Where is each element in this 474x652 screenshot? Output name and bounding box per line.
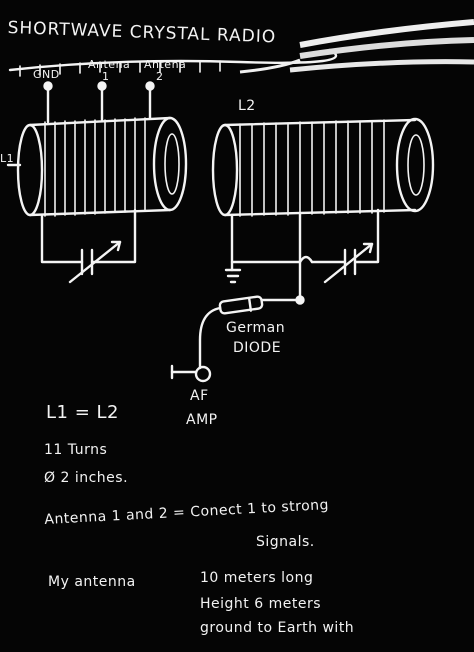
header-ticks	[19, 60, 221, 77]
wire-bundle	[239, 19, 474, 74]
note-l1-equals-l2: L1 = L2	[46, 402, 119, 423]
note-diameter: Ø 2 inches.	[44, 470, 129, 486]
capacitor-l1	[40, 208, 137, 284]
l1-leads	[6, 81, 155, 167]
note-my-antenna: My antenna	[48, 574, 136, 590]
coil-l1	[16, 116, 188, 217]
note-ground: ground to Earth with	[200, 620, 355, 636]
output-label-line2: AMP	[186, 412, 218, 428]
antenna1-word: Antena	[88, 58, 131, 71]
diode-and-output	[170, 295, 302, 383]
output-label-line1: AF	[190, 388, 209, 404]
antenna2-number: 2	[156, 70, 164, 83]
title-underline	[8, 48, 338, 72]
diode-label-line2: DIODE	[233, 340, 282, 356]
coil-l2	[211, 117, 435, 217]
note-antenna-line2: Signals.	[256, 534, 315, 550]
note-antenna-height: Height 6 meters	[200, 596, 321, 612]
l2-circuit	[224, 208, 380, 305]
coil-l1-label: L1	[0, 152, 15, 165]
antenna2-word: Antena	[144, 58, 187, 71]
antenna1-number: 1	[102, 70, 110, 83]
gnd-terminal-label: GND	[33, 68, 60, 81]
note-antenna-length: 10 meters long	[200, 570, 314, 586]
note-turns: 11 Turns	[44, 442, 108, 458]
coil-l2-label: L2	[238, 98, 256, 114]
diode-label-line1: German	[226, 320, 286, 336]
